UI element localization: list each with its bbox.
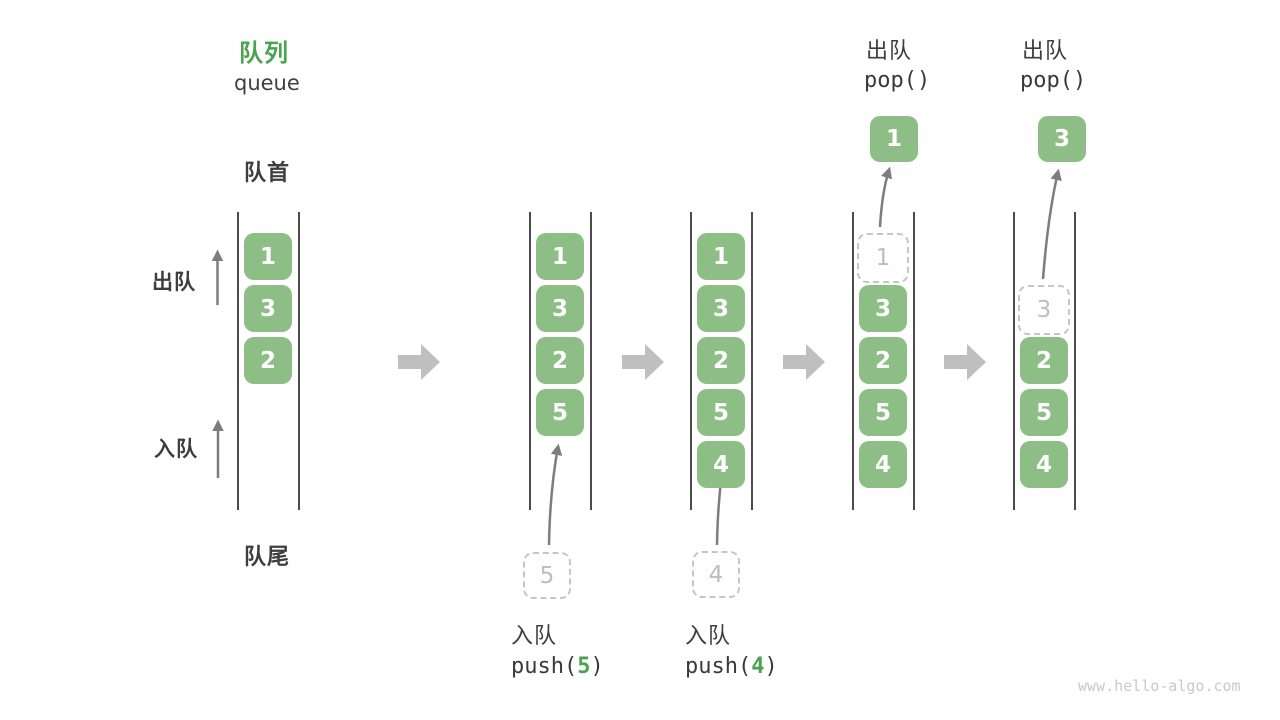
queue-cell: 5 [859,389,907,436]
code-text: ) [764,654,778,679]
queue-state-after-pop-3: 3 2 5 4 [1013,212,1076,510]
code-text: ) [590,654,604,679]
op-label-enqueue-1: 入队 [511,624,558,649]
queue-cell: 4 [697,441,745,488]
queue-cell-removed: 3 [1018,285,1070,335]
watermark: www.hello-algo.com [1078,677,1241,695]
queue-state-after-push-5: 1 3 2 5 [529,212,592,510]
label-queue-rear: 队尾 [244,545,291,570]
queue-cell: 5 [536,389,584,436]
queue-cell: 3 [697,285,745,332]
incoming-element-5: 5 [523,552,571,599]
op-label-dequeue-1: 出队 [866,39,913,64]
label-queue-front: 队首 [244,161,291,186]
label-dequeue: 出队 [152,270,196,294]
step-arrow-2 [622,344,664,380]
queue-cell: 1 [697,233,745,280]
op-label-dequeue-2: 出队 [1022,39,1069,64]
diagram-title-zh: 队列 [239,39,289,67]
queue-cell: 5 [1020,389,1068,436]
queue-rail-left [529,212,531,510]
queue-rail-left [852,212,854,510]
queue-cell: 2 [859,337,907,384]
diagram-title-en: queue [234,71,300,95]
op-label-enqueue-2: 入队 [685,624,732,649]
queue-rail-left [690,212,692,510]
queue-rail-right [298,212,300,510]
queue-rail-left [1013,212,1015,510]
queue-cell: 2 [1020,337,1068,384]
queue-cell: 2 [244,337,292,384]
queue-rail-left [237,212,239,510]
step-arrow-4 [944,344,986,380]
popped-element-1: 1 [870,116,918,162]
step-arrow-1 [398,344,440,380]
queue-cell: 3 [244,285,292,332]
queue-rail-right [590,212,592,510]
queue-cell-removed: 1 [857,233,909,283]
popped-element-3: 3 [1038,116,1086,162]
queue-state-after-push-4: 1 3 2 5 4 [690,212,753,510]
queue-cell: 5 [697,389,745,436]
queue-cell: 4 [1020,441,1068,488]
queue-cell: 3 [536,285,584,332]
op-code-push-4: push(4) [685,654,778,679]
code-arg: 4 [751,654,765,679]
incoming-element-4: 4 [692,551,740,598]
queue-rail-right [751,212,753,510]
queue-cell: 2 [536,337,584,384]
code-text: push( [511,654,578,679]
step-arrow-3 [783,344,825,380]
code-arg: 5 [577,654,591,679]
queue-cell: 4 [859,441,907,488]
label-enqueue: 入队 [154,437,198,461]
queue-cell: 3 [859,285,907,332]
code-text: push( [685,654,752,679]
op-code-push-5: push(5) [511,654,604,679]
queue-state-after-pop-1: 1 3 2 5 4 [852,212,915,510]
queue-cell: 1 [536,233,584,280]
queue-state-initial: 1 3 2 [237,212,300,510]
op-code-pop-2: pop() [1020,68,1087,93]
queue-rail-right [913,212,915,510]
queue-rail-right [1074,212,1076,510]
op-code-pop-1: pop() [864,68,931,93]
queue-cell: 2 [697,337,745,384]
queue-cell: 1 [244,233,292,280]
